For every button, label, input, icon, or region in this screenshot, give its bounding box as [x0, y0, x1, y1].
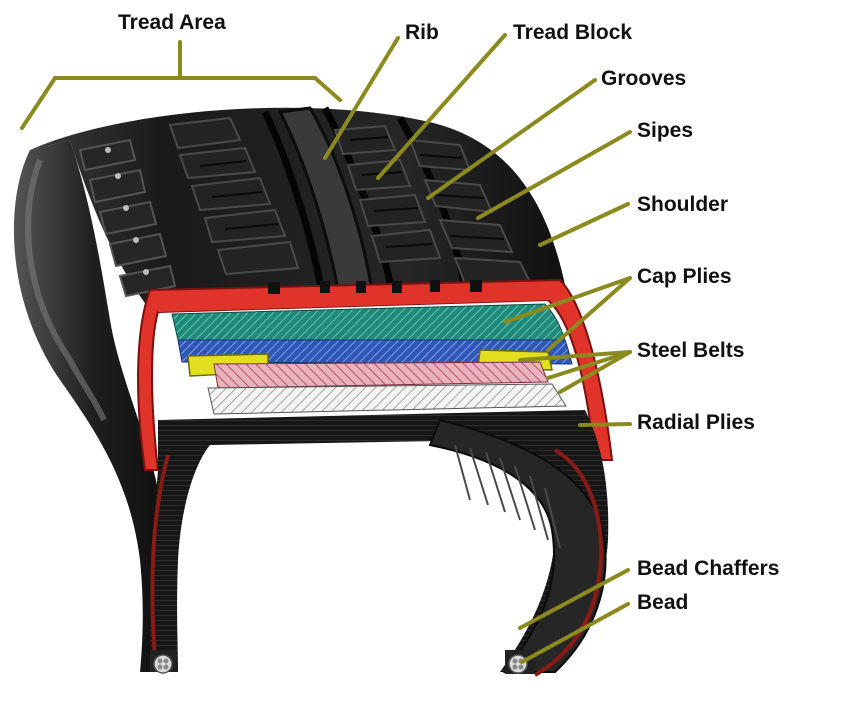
label-rib: Rib [405, 21, 439, 44]
left-shoulder-blocks [78, 138, 177, 298]
label-bead: Bead [637, 591, 689, 614]
label-grooves: Grooves [601, 67, 687, 90]
bead-leader [520, 602, 630, 664]
sipes-leader [476, 130, 632, 220]
label-bead-chaffers: Bead Chaffers [637, 557, 780, 580]
tread-area-bracket [20, 76, 342, 130]
cap-ply-blue [177, 339, 573, 365]
label-sipes: Sipes [637, 119, 694, 142]
tread-base-red-band [152, 282, 560, 312]
tread-blocks-left [168, 116, 300, 276]
sipes [199, 136, 505, 248]
leader-lines [20, 33, 632, 664]
label-tread-block: Tread Block [513, 21, 633, 44]
right-bead [505, 650, 535, 674]
left-liner-edge [150, 454, 170, 673]
right-sidewall-ribs [454, 444, 561, 549]
left-bead [150, 650, 176, 674]
tread-blocks-right [333, 124, 532, 286]
steel-belts-leader-2 [546, 350, 632, 380]
bead-chaffers-leader [518, 568, 630, 630]
label-tread-area: Tread Area [118, 11, 226, 34]
label-steel-belts: Steel Belts [637, 339, 745, 362]
steel-belts-leader-1 [518, 350, 632, 362]
shoulder-dots [105, 147, 149, 275]
label-cap-plies: Cap Plies [637, 265, 732, 288]
grooves-leader [426, 78, 597, 200]
radial-plies-leader [578, 422, 632, 427]
cap-plies-leader-2 [546, 276, 632, 352]
tread-block-leader [376, 33, 507, 180]
steel-belts-leader-3 [558, 350, 632, 394]
label-shoulder: Shoulder [637, 193, 729, 216]
shoulder-leader [538, 202, 630, 247]
steel-belt-pink [213, 361, 549, 389]
label-radial-plies: Radial Plies [637, 411, 755, 434]
left-sidewall-highlight [25, 158, 107, 422]
cap-plies-leader-1 [503, 276, 632, 324]
rib-leader [323, 36, 400, 160]
groove-bottoms [268, 280, 482, 294]
radial-ply-white [207, 383, 567, 415]
right-liner-edge [534, 448, 603, 677]
